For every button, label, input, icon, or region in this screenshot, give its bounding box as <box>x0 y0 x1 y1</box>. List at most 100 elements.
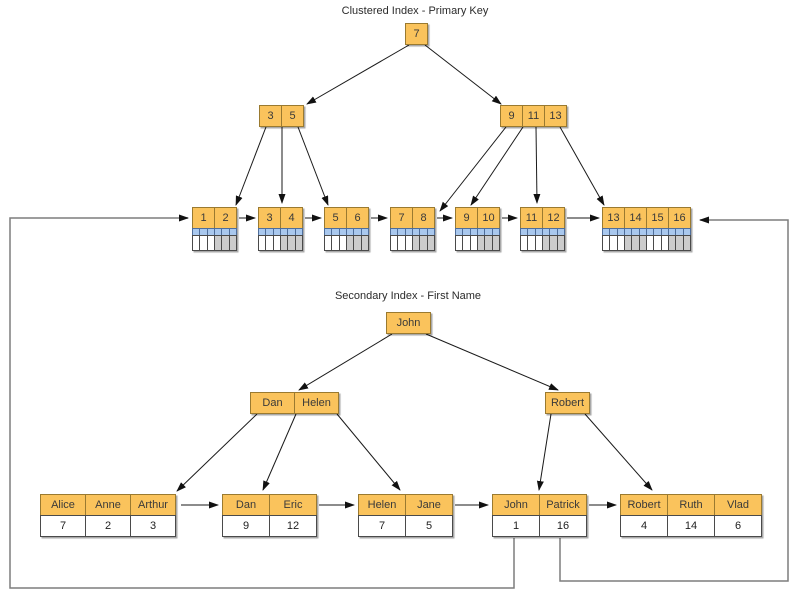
row-cells-group <box>602 235 625 251</box>
row-cells-group <box>346 235 369 251</box>
tree-pointer-arrow <box>439 126 507 212</box>
row-cells-group <box>258 235 281 251</box>
name-key-cell: Alice <box>40 494 86 516</box>
tree-pointer-arrow <box>262 413 297 491</box>
primary-key-cell: 15 <box>646 207 669 229</box>
primary-key-value-cell: 16 <box>539 515 587 537</box>
name-key-cell: Robert <box>620 494 668 516</box>
row-cells-group <box>192 235 215 251</box>
row-data-cell <box>294 235 303 251</box>
key-cell: 9 <box>500 105 523 127</box>
key-cell: 7 <box>405 23 428 45</box>
tree-pointer-arrow <box>176 413 258 492</box>
secondary-index-title: Secondary Index - First Name <box>334 290 482 302</box>
primary-key-cell: 5 <box>324 207 347 229</box>
name-key-cell: John <box>492 494 540 516</box>
primary-key-value-cell: 2 <box>85 515 131 537</box>
row-data-cell <box>360 235 369 251</box>
row-cells-group <box>668 235 691 251</box>
primary-key-value-cell: 4 <box>620 515 668 537</box>
row-cells-group <box>542 235 565 251</box>
name-key-cell: Jane <box>405 494 453 516</box>
name-key-cell: Anne <box>85 494 131 516</box>
primary-key-value-cell: 9 <box>222 515 270 537</box>
tree-pointer-arrow <box>306 44 410 105</box>
name-key-cell: Vlad <box>714 494 762 516</box>
key-cell: 3 <box>259 105 282 127</box>
row-cells-group <box>646 235 669 251</box>
tree-pointer-arrow <box>424 44 502 105</box>
primary-key-cell: 9 <box>455 207 478 229</box>
tree-pointer-arrow <box>235 126 267 206</box>
name-key-cell: Helen <box>294 392 339 414</box>
key-cell: 11 <box>522 105 545 127</box>
primary-key-value-cell: 6 <box>714 515 762 537</box>
primary-key-cell: 14 <box>624 207 647 229</box>
tree-pointer-arrow <box>297 126 329 206</box>
primary-key-cell: 12 <box>542 207 565 229</box>
name-key-cell: Eric <box>269 494 317 516</box>
tree-pointer-arrow <box>336 413 401 491</box>
row-cells-group <box>280 235 303 251</box>
name-key-cell: Helen <box>358 494 406 516</box>
primary-key-value-cell: 7 <box>358 515 406 537</box>
primary-key-cell: 8 <box>412 207 435 229</box>
primary-key-cell: 16 <box>668 207 691 229</box>
clustered-index-title: Clustered Index - Primary Key <box>341 5 489 17</box>
name-key-cell: Ruth <box>667 494 715 516</box>
row-data-cell <box>426 235 435 251</box>
primary-key-cell: 2 <box>214 207 237 229</box>
key-cell: 13 <box>544 105 567 127</box>
row-data-cell <box>556 235 565 251</box>
tree-pointer-arrow <box>536 413 552 491</box>
name-key-cell: Dan <box>250 392 295 414</box>
secondary-internal-node: Robert <box>545 392 590 414</box>
clustered-root-node: 7 <box>405 23 428 45</box>
primary-key-cell: 4 <box>280 207 303 229</box>
primary-key-value-cell: 1 <box>492 515 540 537</box>
key-cell: 5 <box>281 105 304 127</box>
row-cells-group <box>324 235 347 251</box>
primary-key-cell: 6 <box>346 207 369 229</box>
tree-pointer-arrow <box>559 126 605 206</box>
primary-key-cell: 7 <box>390 207 413 229</box>
primary-key-cell: 10 <box>477 207 500 229</box>
name-key-cell: Robert <box>545 392 590 414</box>
name-key-cell: John <box>386 312 431 334</box>
row-cells-group <box>477 235 500 251</box>
tree-pointer-arrow <box>425 333 559 391</box>
tree-pointer-arrow <box>298 333 393 391</box>
primary-key-value-cell: 7 <box>40 515 86 537</box>
row-data-cell <box>228 235 237 251</box>
primary-key-value-cell: 14 <box>667 515 715 537</box>
primary-key-value-cell: 5 <box>405 515 453 537</box>
primary-key-value-cell: 3 <box>130 515 176 537</box>
tree-pointer-arrow <box>584 413 653 491</box>
tree-pointer-arrow <box>470 126 524 206</box>
name-key-cell: Dan <box>222 494 270 516</box>
row-cells-group <box>412 235 435 251</box>
row-cells-group <box>520 235 543 251</box>
row-cells-group <box>390 235 413 251</box>
primary-key-cell: 11 <box>520 207 543 229</box>
row-cells-group <box>455 235 478 251</box>
row-cells-group <box>214 235 237 251</box>
name-key-cell: Arthur <box>130 494 176 516</box>
name-key-cell: Patrick <box>539 494 587 516</box>
tree-pointer-arrow <box>533 126 541 204</box>
